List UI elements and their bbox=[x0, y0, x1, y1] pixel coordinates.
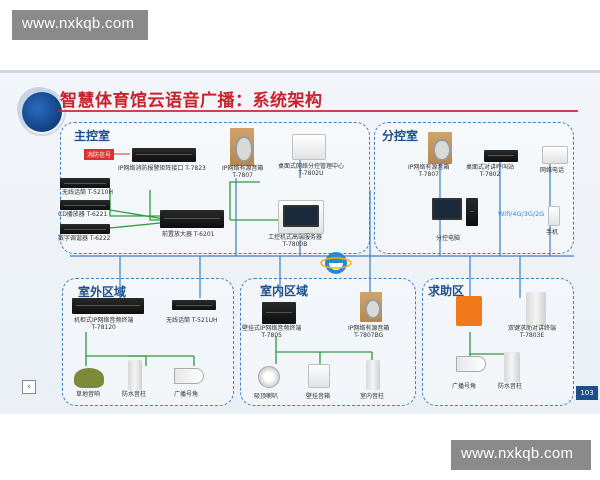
horn-outdoor-device bbox=[174, 368, 204, 384]
ip-speaker-indoor-device bbox=[360, 292, 382, 322]
network-cloud-icon bbox=[320, 252, 352, 274]
zone-outdoor-label: 室外区域 bbox=[78, 285, 127, 299]
zone-help bbox=[422, 278, 574, 406]
help-column-device bbox=[504, 352, 520, 382]
indoor-terminal-device bbox=[262, 302, 296, 324]
indoor-column-label: 室内音柱 bbox=[360, 393, 385, 400]
logo-globe-icon bbox=[22, 92, 62, 132]
watermark-bottom: www.nxkqb.com bbox=[451, 440, 591, 470]
watermark-top: www.nxkqb.com bbox=[12, 10, 148, 40]
desktop-paging-main-label: 桌面式网络分控管理中心 T-7802U bbox=[278, 163, 345, 177]
pre-amp-label: 前置放大器 T-6201 bbox=[162, 231, 215, 238]
network-phone-label: 网络电话 bbox=[540, 167, 565, 174]
lawn-speaker-label: 草地音响 bbox=[76, 391, 101, 398]
desktop-intercom-sub-label: 桌面式对讲呼叫站 T-7802 bbox=[466, 164, 515, 178]
desktop-paging-main-device bbox=[292, 134, 326, 160]
ip-speaker-main-device bbox=[230, 128, 254, 166]
tuner-device bbox=[60, 224, 110, 234]
zone-sub-control bbox=[374, 122, 574, 254]
network-wiring bbox=[70, 153, 574, 366]
wireless-mic-main-device bbox=[60, 178, 110, 188]
zone-sub-label: 分控室 bbox=[382, 129, 419, 143]
tuner-label: 数字调谐器 T-6222 bbox=[58, 235, 111, 242]
indoor-column-device bbox=[366, 360, 380, 390]
ceiling-speaker-device bbox=[258, 366, 280, 388]
page-number: 103 bbox=[576, 386, 598, 400]
pc-sub-monitor bbox=[432, 198, 462, 220]
wifi-label: Wifi/4G/3G/2G bbox=[498, 210, 545, 218]
indoor-terminal-label: 壁挂式IP网络音频终端 T-7805 bbox=[242, 325, 302, 339]
cd-player-label: CD播放器 T-6221 bbox=[58, 211, 108, 218]
fire-signal-tag: 消防信号 bbox=[84, 149, 115, 160]
fire-control-interface-label: IP网络消防报警矩阵接口 T-7823 bbox=[118, 165, 206, 172]
ip-speaker-main-label: IP网络有源音箱 T-7807 bbox=[222, 165, 264, 179]
slide-title: 智慧体育馆云语音广播：系统架构 bbox=[60, 91, 323, 111]
help-button-device bbox=[526, 292, 546, 326]
prev-slide-button[interactable]: ‹ bbox=[22, 380, 36, 394]
title-underline bbox=[58, 110, 578, 112]
mobile-label: 手机 bbox=[546, 229, 559, 236]
ip-speaker-sub-device bbox=[428, 132, 452, 164]
lawn-speaker-device bbox=[74, 368, 104, 388]
server-screen bbox=[283, 205, 319, 227]
wall-speaker-device bbox=[308, 364, 330, 388]
cd-player-device bbox=[60, 200, 110, 210]
ceiling-speaker-label: 吸顶喇叭 bbox=[254, 393, 279, 400]
zone-help-label: 求助区 bbox=[428, 284, 465, 298]
pc-sub-label: 分控电脑 bbox=[436, 235, 461, 242]
server-label: 工控机式高端服务器 T-7800B bbox=[268, 234, 323, 248]
pre-amp-device bbox=[160, 210, 224, 228]
pc-sub-tower bbox=[466, 198, 478, 226]
help-button-label: 双键求助对讲终端 T-7803E bbox=[508, 325, 557, 339]
wireless-mic-outdoor-device bbox=[172, 300, 216, 310]
slide-top-strip bbox=[0, 70, 600, 73]
wall-speaker-label: 壁挂音箱 bbox=[306, 393, 331, 400]
ip-speaker-indoor-label: IP网络有源音箱 T-7807BG bbox=[348, 325, 390, 339]
wireless-mic-main-label: 无线话筒 T-5210H bbox=[62, 189, 113, 196]
horn-help-label: 广播号角 bbox=[452, 383, 477, 390]
zone-indoor-label: 室内区域 bbox=[260, 284, 309, 298]
zone-main-label: 主控室 bbox=[74, 129, 111, 143]
logo-ring bbox=[18, 88, 66, 136]
mobile-device bbox=[548, 206, 560, 226]
network-phone-device bbox=[542, 146, 568, 164]
outdoor-terminal-label: 机柜式IP网络音频终端 T-78120 bbox=[74, 317, 134, 331]
help-column-label: 防水音柱 bbox=[498, 383, 523, 390]
outdoor-column-device bbox=[128, 360, 142, 390]
desktop-intercom-sub-device bbox=[484, 150, 518, 162]
help-alarm-device bbox=[456, 296, 482, 326]
wireless-mic-outdoor-label: 无线话筒 T-521UH bbox=[166, 317, 218, 324]
outdoor-column-label: 防水音柱 bbox=[122, 391, 147, 398]
fire-control-interface-device bbox=[132, 148, 196, 162]
ip-speaker-sub-label: IP网络有源音箱 T-7807 bbox=[408, 164, 450, 178]
horn-outdoor-label: 广播号角 bbox=[174, 391, 199, 398]
horn-help-device bbox=[456, 356, 486, 372]
outdoor-terminal-device bbox=[72, 298, 144, 314]
